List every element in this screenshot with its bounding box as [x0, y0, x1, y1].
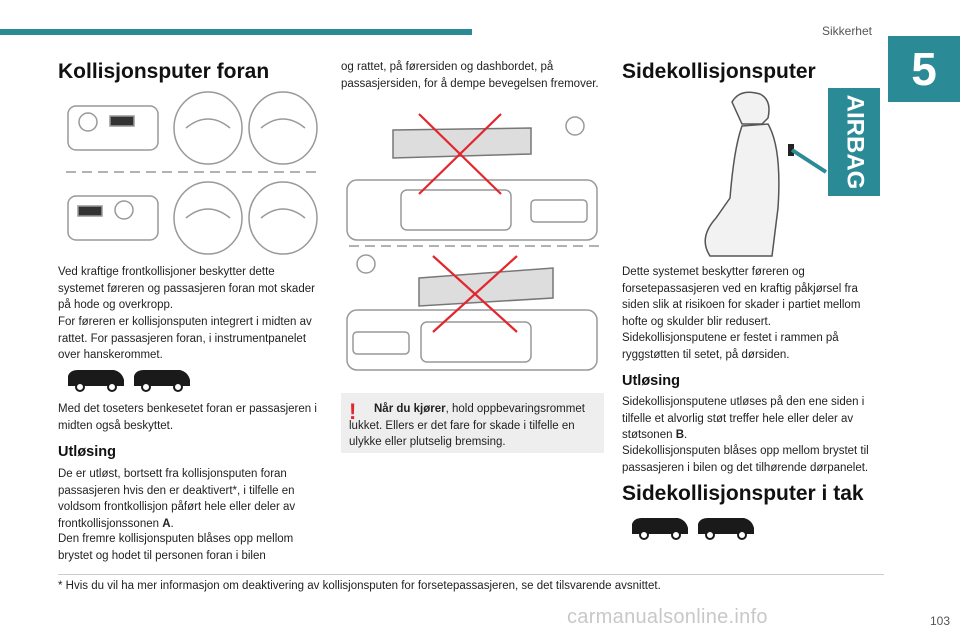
front-bench-note: Med det toseters benkesetet foran er pas…	[58, 403, 317, 432]
front-deployment-text: De er utløst, bortsett fra kollisjonsput…	[58, 468, 296, 530]
chapter-number: 5	[888, 36, 960, 102]
front-inflation-text: Den fremre kollisjonsputen blåses opp me…	[58, 533, 294, 562]
header-accent-bar	[0, 29, 472, 35]
van-short-icon-2	[632, 518, 688, 540]
front-airbag-illustration	[66, 91, 318, 255]
van-short-icon	[68, 370, 124, 392]
side-deployment-text: Sidekollisjonsputene utløses på den ene …	[622, 396, 865, 441]
page-number: 103	[929, 614, 950, 628]
side-airbags-title: Sidekollisjonsputer	[622, 60, 816, 83]
airbag-label: AIRBAG	[842, 95, 869, 190]
side-airbags-intro: Dette systemet beskytter føreren og fors…	[622, 266, 861, 328]
footnote: * Hvis du vil ha mer informasjon om deak…	[58, 580, 661, 592]
front-inflation-continued: og rattet, på førersiden og dashbordet, …	[341, 61, 599, 90]
curtain-airbags-title: Sidekollisjonsputer i tak	[622, 482, 864, 505]
side-airbag-seat-illustration: AIRBAG	[704, 88, 880, 257]
van-long-icon	[134, 370, 190, 392]
section-name: Sikkerhet	[821, 24, 872, 38]
deployment-heading-side: Utløsing	[622, 373, 680, 389]
watermark: carmanualsonline.info	[567, 606, 768, 628]
front-airbags-location: For føreren er kollisjonsputen integrert…	[58, 316, 312, 361]
glovebox-warning-illustration	[346, 113, 599, 371]
warning-box: ! Når du kjører, hold oppbevaringsrommet…	[341, 393, 604, 453]
deployment-heading-front: Utløsing	[58, 444, 116, 460]
van-long-icon-2	[698, 518, 754, 540]
side-airbags-location: Sidekollisjonsputene er festet i rammen …	[622, 332, 839, 361]
side-inflation-text: Sidekollisjonsputen blåses opp mellom br…	[622, 445, 869, 474]
warning-text: Når du kjører, hold oppbevaringsrommet l…	[349, 403, 585, 448]
footnote-divider	[58, 574, 884, 575]
front-airbags-intro: Ved kraftige frontkollisjoner beskytter …	[58, 266, 315, 311]
warning-icon: !	[349, 399, 357, 424]
front-airbags-title: Kollisjonsputer foran	[58, 60, 270, 83]
